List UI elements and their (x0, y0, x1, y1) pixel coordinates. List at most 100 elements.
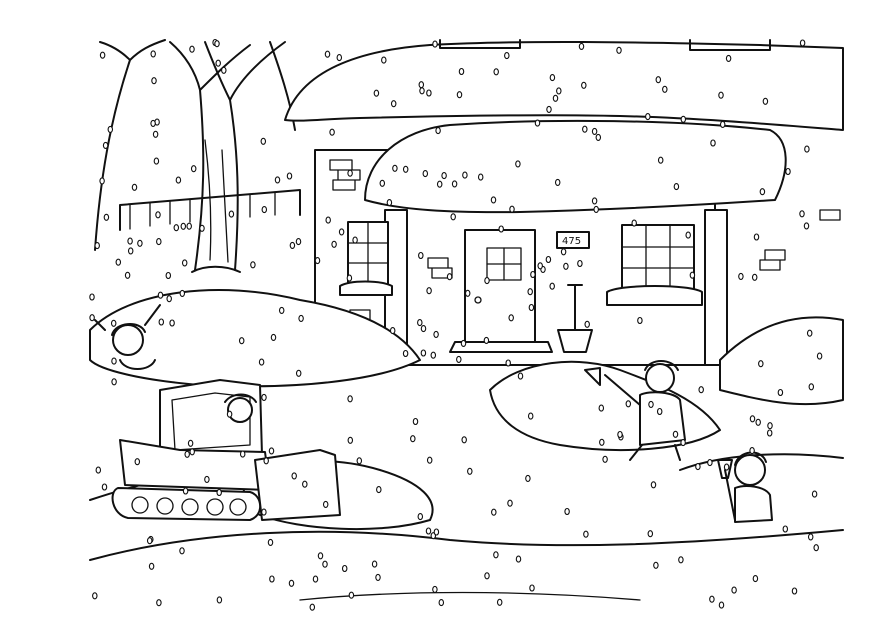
snowflake (755, 418, 761, 426)
snowflake (785, 167, 791, 176)
snowflake (657, 156, 664, 164)
driver-head (227, 397, 253, 423)
snowflake (402, 165, 409, 173)
falling-snow (89, 38, 823, 611)
snowflake (186, 222, 192, 230)
snowflake (777, 388, 784, 397)
snow-covered-roof (284, 39, 844, 131)
snowflake (390, 100, 397, 108)
snowflake (483, 336, 490, 344)
snowflake (432, 40, 438, 48)
snowflake (165, 271, 172, 280)
snowflake (598, 404, 605, 412)
snowflake (556, 87, 562, 95)
snowflake (420, 325, 427, 333)
snowflake (554, 178, 561, 186)
snowflake (433, 528, 440, 536)
snowflake (166, 295, 172, 303)
child-in-snow (94, 304, 161, 370)
snowflake (417, 319, 423, 327)
snowflake (261, 393, 267, 401)
snowflake (546, 105, 552, 113)
snowflake (804, 145, 810, 153)
snowflake (803, 222, 810, 230)
snowflake (107, 125, 114, 133)
snowflake (267, 538, 274, 546)
snowflake (467, 467, 473, 475)
snowflake (799, 210, 805, 218)
snowflake (157, 291, 164, 299)
snowflake (221, 66, 227, 74)
snowflake (583, 530, 589, 538)
snowflake (509, 205, 515, 213)
snowflake (426, 287, 432, 295)
snowflake (545, 255, 552, 264)
snowflake (180, 222, 187, 230)
snowflake (563, 262, 569, 270)
snowflake (799, 39, 806, 47)
snowflake (309, 603, 316, 611)
snowflake (578, 42, 585, 50)
house-number-sign (556, 231, 590, 249)
snowflake (595, 133, 602, 141)
snowflake (189, 448, 195, 456)
snowflake (169, 319, 175, 327)
snowflake (493, 68, 499, 76)
snowflake (731, 586, 737, 594)
snowflake (552, 94, 559, 102)
snowflake (179, 547, 185, 555)
snowflake (599, 438, 605, 446)
snowflake (477, 173, 484, 181)
snowflake (707, 459, 713, 467)
snowflake (490, 196, 497, 204)
snowflake (134, 458, 141, 466)
wooden-fence (119, 189, 301, 231)
snowflake (498, 225, 504, 233)
snowflake (680, 439, 686, 447)
snowflake (325, 216, 331, 224)
snowflake (346, 274, 353, 282)
snowflake (102, 141, 109, 149)
snowflake (204, 475, 210, 483)
snowflake (216, 596, 223, 604)
snowflake (749, 447, 755, 455)
snowflake (422, 170, 429, 178)
snowflake (426, 456, 433, 464)
snowflake (173, 224, 180, 232)
snowflake (645, 113, 651, 121)
snowflake (695, 463, 701, 471)
snowflake (685, 231, 691, 239)
snowflake (461, 436, 467, 444)
snowflake (150, 119, 156, 127)
snowflake (426, 89, 432, 97)
snowflake (484, 572, 490, 580)
snowflake (564, 507, 570, 516)
snowflake (417, 513, 424, 521)
snowflake (464, 289, 471, 297)
snowflake (602, 455, 608, 463)
snowflake (156, 599, 162, 607)
snowflake (179, 289, 186, 297)
snowflake (410, 435, 416, 443)
snowflake (549, 282, 555, 290)
snowflake (709, 595, 715, 603)
snowflake (672, 430, 679, 438)
snowflake (187, 439, 194, 447)
front-door (464, 229, 536, 343)
snowflake (238, 337, 245, 345)
snowflake (371, 560, 378, 568)
snowflake (260, 137, 267, 145)
snowflake (525, 474, 531, 482)
snowflake (752, 575, 759, 583)
snowflake (250, 261, 256, 269)
snowflake (379, 179, 386, 187)
snowflake (496, 598, 503, 606)
snowflake (648, 400, 654, 408)
snowflake (484, 277, 490, 285)
snowflake (446, 273, 453, 281)
snowflake (725, 54, 732, 62)
snowflake (111, 357, 117, 365)
snowflake (762, 97, 769, 105)
snowflake (269, 575, 275, 583)
